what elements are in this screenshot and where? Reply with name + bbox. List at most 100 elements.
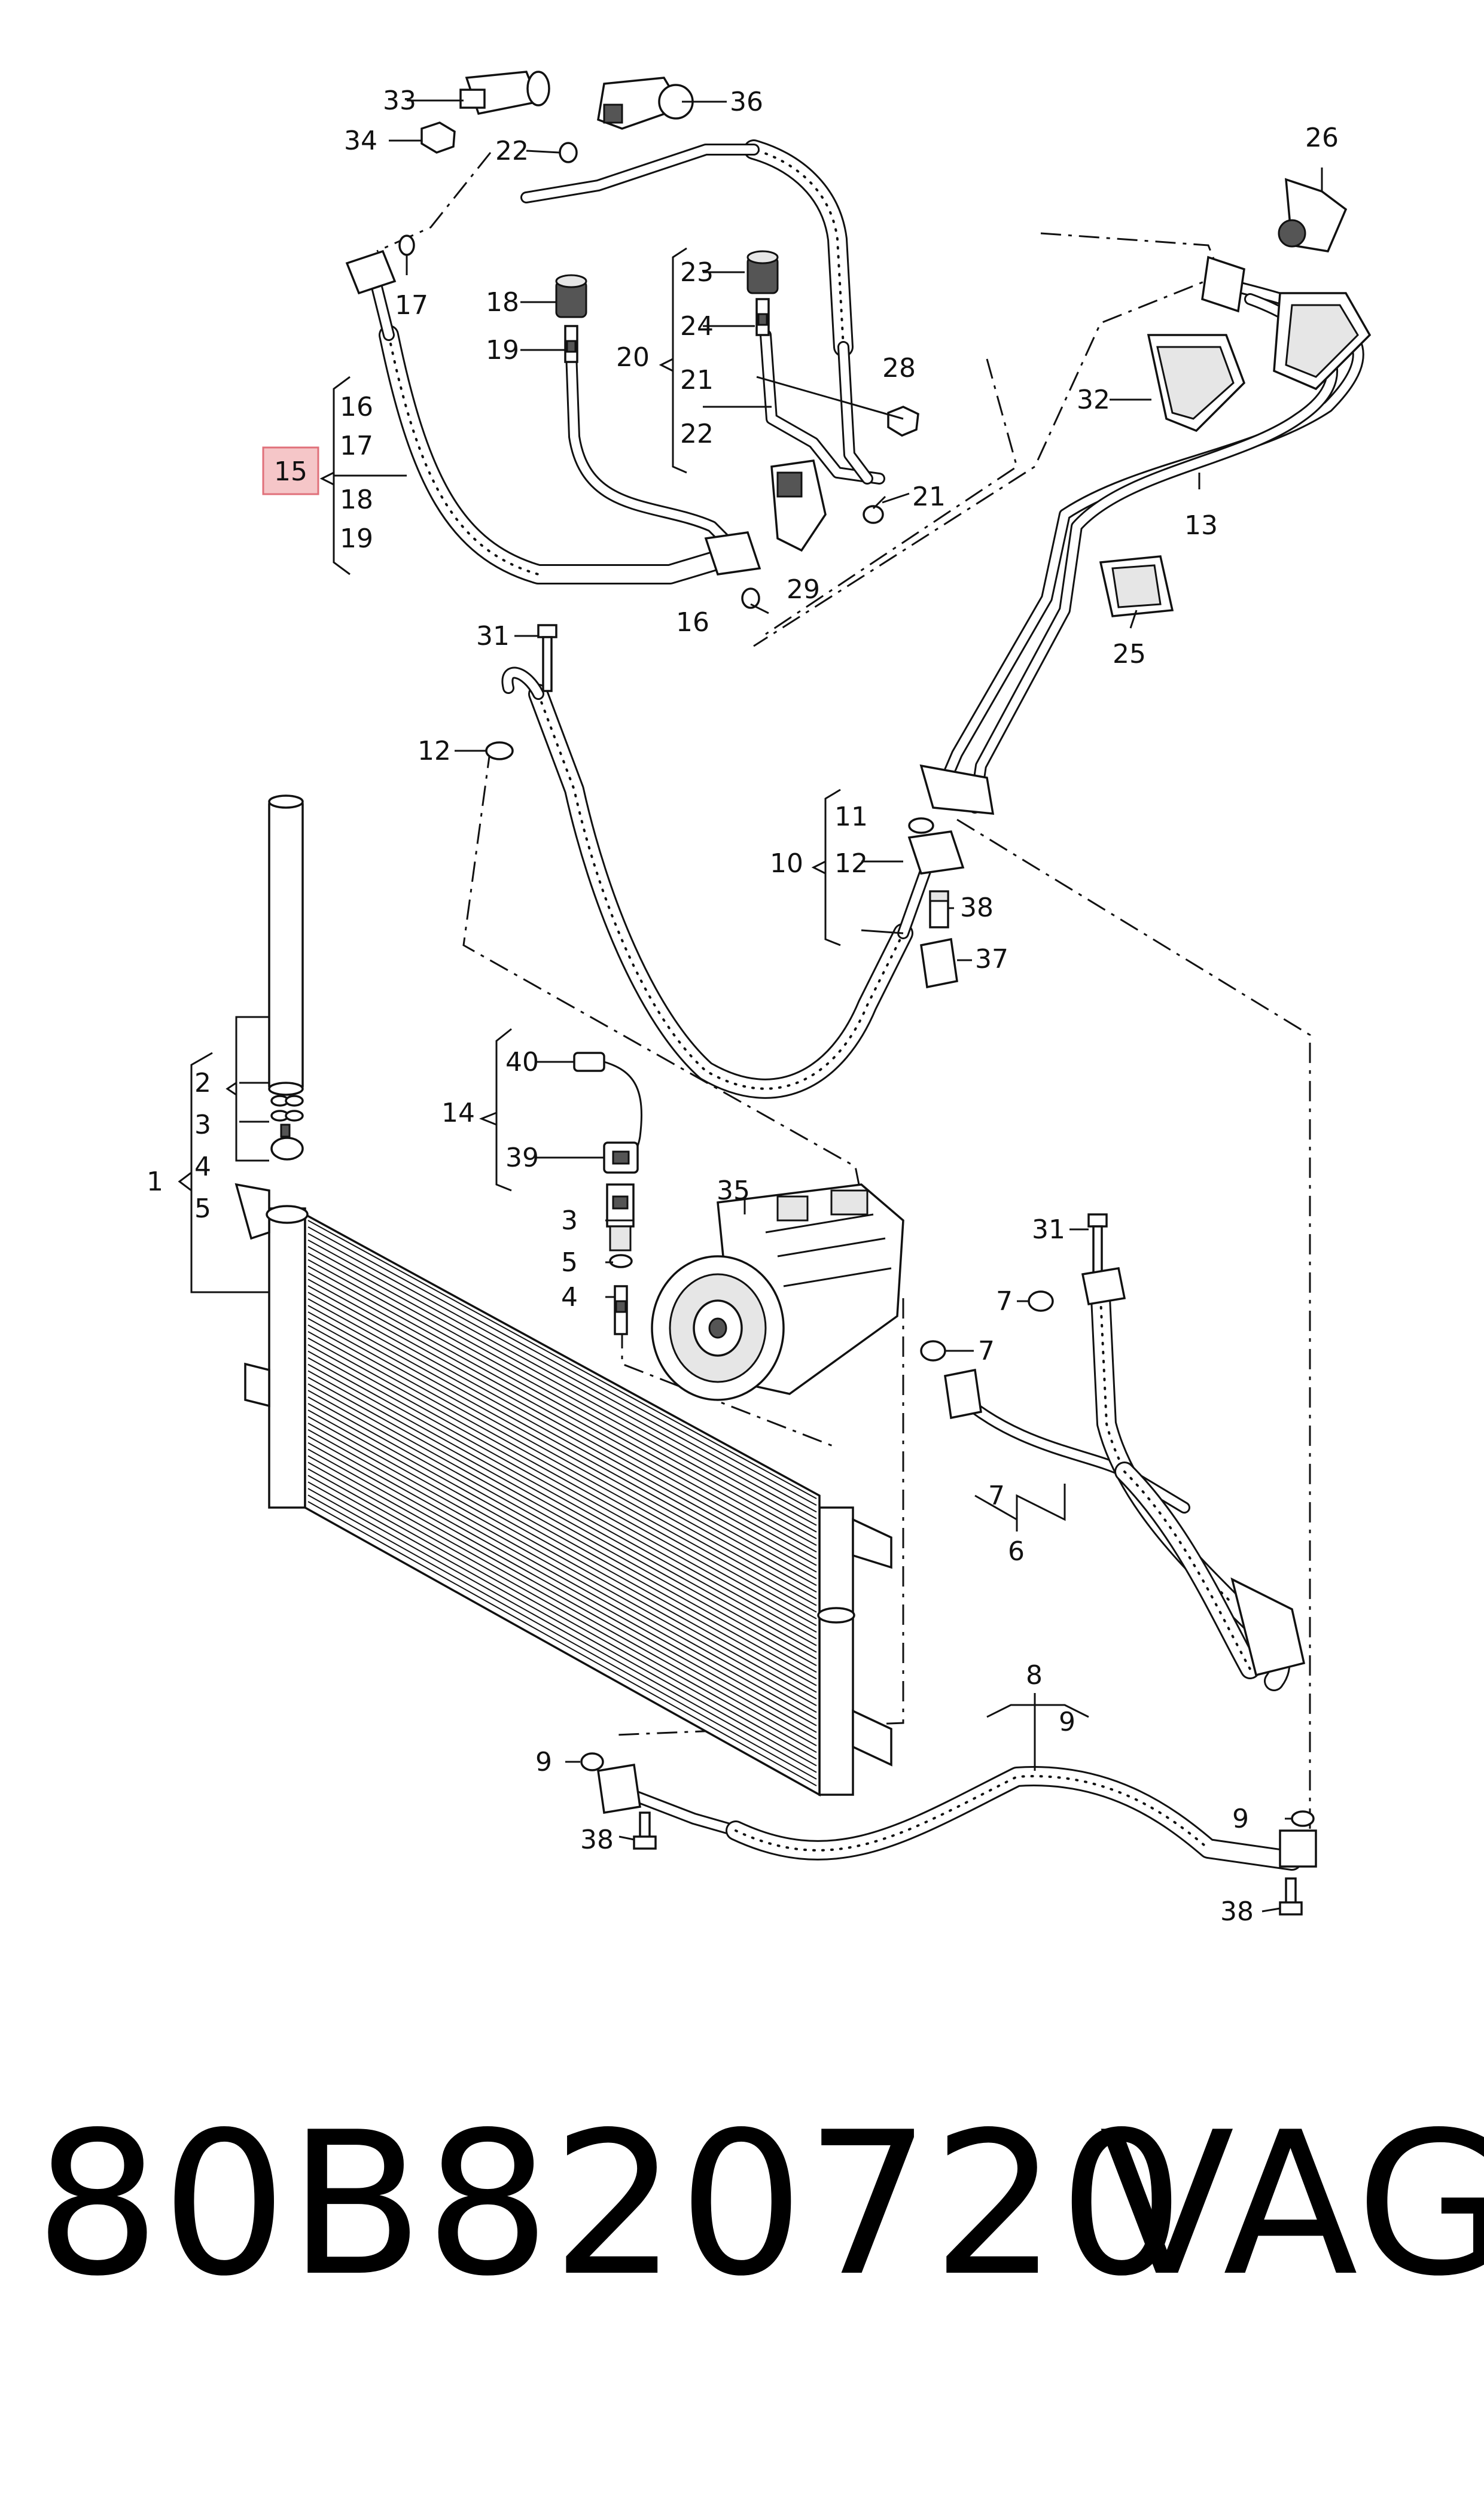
- part-28: [887, 406, 919, 437]
- part-4: [614, 1285, 628, 1335]
- callout-38-left: 38: [580, 1825, 614, 1855]
- callout-7-mid: 7: [978, 1336, 995, 1366]
- callout-7-list: 7: [988, 1481, 1005, 1511]
- callout-36: 36: [730, 87, 763, 117]
- callout-8: 8: [1026, 1660, 1043, 1691]
- callout-14: 14: [441, 1098, 475, 1128]
- callout-40: 40: [505, 1047, 539, 1077]
- callout-4-sensor: 4: [561, 1282, 578, 1313]
- part-25: [1099, 555, 1174, 617]
- callout-35: 35: [717, 1176, 750, 1206]
- part-35-compressor: [651, 1183, 904, 1401]
- part-37: [920, 937, 958, 989]
- part-38c: [1279, 1877, 1303, 1916]
- part-40: [573, 1052, 605, 1072]
- callout-9-left: 9: [535, 1747, 552, 1777]
- part-17: [398, 235, 415, 256]
- callout-9-right: 9: [1232, 1804, 1249, 1834]
- callout-18: 18: [486, 287, 519, 318]
- part-38a: [929, 890, 949, 928]
- drier-cartridge: [268, 794, 304, 1161]
- callout-16: 16: [676, 607, 709, 638]
- callout-4: 4: [194, 1152, 211, 1182]
- part-34: [420, 121, 456, 154]
- part-number: 80B820720: [35, 2090, 1186, 2319]
- callout-3-sensor: 3: [561, 1205, 578, 1236]
- part-24: [755, 298, 770, 336]
- callout-22-top: 22: [495, 136, 529, 166]
- callout-19: 19: [486, 335, 519, 366]
- condenser-fins: [307, 1220, 817, 1786]
- part-3: [606, 1183, 635, 1252]
- part-18: [555, 274, 587, 318]
- callout-23: 23: [680, 257, 714, 288]
- brand: VAG: [1099, 2090, 1484, 2319]
- part-12: [485, 741, 514, 760]
- part-36: [597, 77, 694, 130]
- callout-20: 20: [616, 342, 650, 373]
- callout-29: 29: [787, 574, 820, 605]
- callout-32: 32: [1077, 385, 1110, 415]
- part-7b: [920, 1340, 946, 1362]
- components: [345, 71, 1372, 1916]
- callout-11: 11: [834, 802, 868, 832]
- part-32: [1147, 334, 1246, 433]
- part-9b: [1291, 1810, 1315, 1827]
- part-16: [741, 587, 760, 609]
- callout-12: 12: [418, 736, 451, 766]
- part-5: [609, 1254, 633, 1268]
- part-39: [603, 1141, 639, 1174]
- callout-21-list: 21: [680, 365, 714, 395]
- callout-31-top: 31: [476, 621, 510, 651]
- part-31a: [537, 624, 557, 692]
- part-31b: [1087, 1213, 1108, 1275]
- callout-9-list: 9: [1059, 1707, 1075, 1737]
- callout-13: 13: [1184, 510, 1218, 541]
- part-26: [1278, 178, 1348, 252]
- callout-28: 28: [882, 353, 916, 383]
- part-22: [559, 142, 578, 163]
- callout-26: 26: [1305, 123, 1339, 153]
- callout-12-list: 12: [834, 848, 868, 879]
- part-23: [746, 250, 779, 294]
- callout-6: 6: [1008, 1536, 1025, 1567]
- callout-2: 2: [194, 1068, 211, 1098]
- part-9a: [580, 1752, 604, 1771]
- callout-22-list: 22: [680, 419, 714, 449]
- callout-17: 17: [395, 290, 428, 321]
- part-7a: [1028, 1290, 1054, 1312]
- part-38b: [633, 1811, 657, 1850]
- callout-15-highlight: [262, 446, 319, 495]
- callout-1: 1: [147, 1167, 163, 1197]
- callout-33: 33: [383, 86, 416, 116]
- callout-38-right: 38: [1220, 1896, 1254, 1927]
- callout-15: 15: [274, 456, 307, 487]
- callout-18-list: 18: [340, 485, 373, 515]
- callout-39: 39: [505, 1143, 539, 1173]
- callout-5-sensor: 5: [561, 1247, 578, 1278]
- callout-5: 5: [194, 1193, 211, 1224]
- callout-37: 37: [975, 944, 1008, 975]
- part-21: [863, 505, 884, 524]
- part-19: [564, 325, 578, 363]
- part-11: [908, 817, 934, 834]
- callout-16-list: 16: [340, 392, 373, 422]
- ac-system-exploded-diagram: 33 34 36 22 17 18 19 23 24 20 21 22 28 2…: [147, 71, 1372, 1927]
- part-33: [459, 71, 550, 115]
- callout-labels: 33 34 36 22 17 18 19 23 24 20 21 22 28 2…: [147, 86, 1339, 1927]
- callout-17-list: 17: [340, 431, 373, 461]
- leader-lines: [178, 99, 1323, 1913]
- callout-19-list: 19: [340, 523, 373, 554]
- condenser: [234, 1183, 892, 1797]
- callout-34: 34: [344, 126, 377, 156]
- callout-3: 3: [194, 1110, 211, 1140]
- part-29: [770, 459, 827, 552]
- callout-38-mid: 38: [960, 893, 994, 923]
- callout-24: 24: [680, 311, 714, 342]
- callout-10: 10: [770, 848, 803, 879]
- footer: 80B820720 VAG: [0, 2106, 1484, 2405]
- callout-25: 25: [1113, 639, 1146, 669]
- callout-7-upper: 7: [996, 1286, 1013, 1317]
- callout-31-right: 31: [1032, 1214, 1065, 1245]
- callout-21: 21: [912, 482, 946, 512]
